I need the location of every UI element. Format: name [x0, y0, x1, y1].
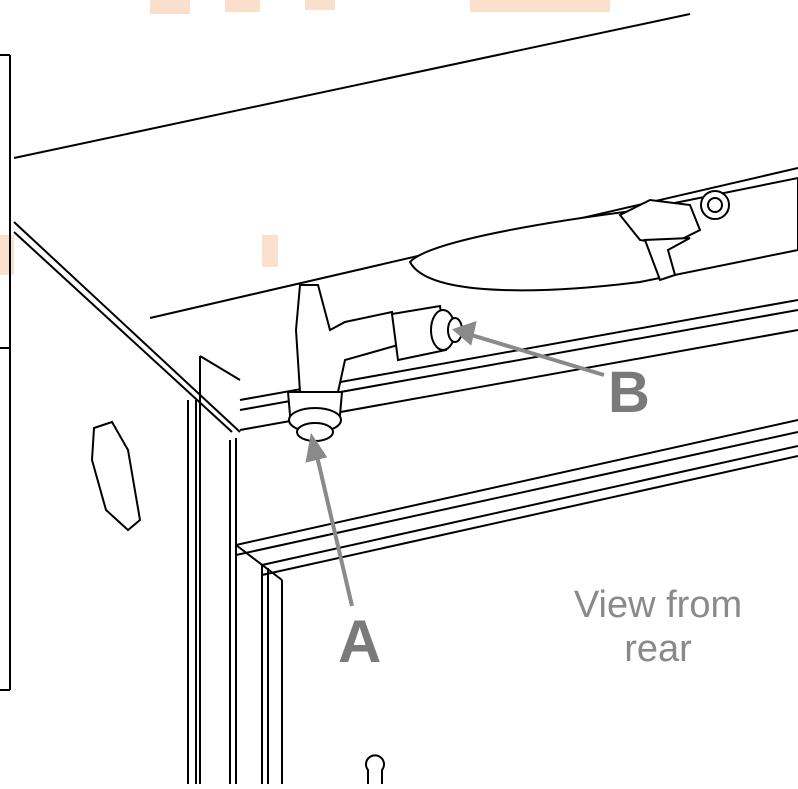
callout-label-a: A: [338, 608, 382, 675]
view-caption-line-1: View from: [573, 584, 743, 626]
casing: [187, 355, 798, 784]
keyhole-slot: [365, 754, 385, 784]
view-caption-line-2: rear: [624, 628, 692, 670]
hex-knockout: [90, 420, 142, 532]
pipe-assembly: [286, 284, 463, 442]
internal-component: [408, 176, 798, 292]
view-caption: View from rear: [540, 583, 776, 671]
callout-label-b: B: [608, 360, 650, 425]
callout-arrows: [305, 320, 605, 607]
side-frame: [0, 54, 11, 691]
